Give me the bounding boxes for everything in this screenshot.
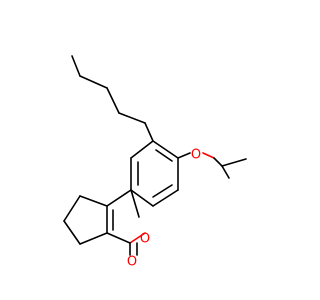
- bond-ring-a-1: [152, 140, 179, 159]
- bond-cyclopentane-1: [79, 195, 108, 207]
- bond-cyclopentane-2: [63, 195, 81, 222]
- lactone-ring: O: [106, 189, 150, 247]
- bond-ring-a-4: [130, 189, 154, 207]
- bond-ring-a-double-2: [152, 184, 173, 198]
- ether-oxygen-label: O: [191, 148, 201, 163]
- bond-isopropyl-me1: [221, 165, 230, 179]
- bond-chain-5: [71, 55, 81, 77]
- bond-isopropyl-ch: [213, 157, 223, 167]
- ring-oxygen-label: O: [140, 232, 150, 247]
- bond-cyclopentane-4: [79, 232, 108, 245]
- bond-cyclopentane-3: [63, 220, 81, 245]
- benzene-ring: [130, 140, 179, 207]
- bond-ether-isopropyl: [202, 152, 215, 159]
- cyclopentane-ring: [63, 195, 108, 245]
- bond-lactone-4: [106, 189, 132, 207]
- bond-isopropyl-me2: [221, 158, 247, 167]
- bond-chain-4: [79, 75, 108, 89]
- hexyl-chain: [71, 55, 154, 142]
- molecule-structure: O O O: [63, 55, 247, 270]
- bond-ring-a-3: [152, 189, 179, 207]
- bond-lactone-o1: [129, 232, 146, 244]
- bond-lactone-1: [130, 189, 140, 218]
- bond-chain-2: [118, 112, 146, 124]
- isopropoxy-group: O: [177, 148, 247, 179]
- bond-lactone-2: [106, 232, 131, 244]
- carbonyl-oxygen-label: O: [127, 255, 137, 270]
- bond-ring-a-6: [130, 140, 154, 159]
- bond-chain-1: [144, 122, 154, 142]
- bond-ring-a-double-1: [155, 149, 173, 162]
- carbonyl-group: O: [127, 242, 138, 270]
- bond-chain-3: [106, 87, 120, 114]
- bond-aryl-ether: [177, 152, 191, 159]
